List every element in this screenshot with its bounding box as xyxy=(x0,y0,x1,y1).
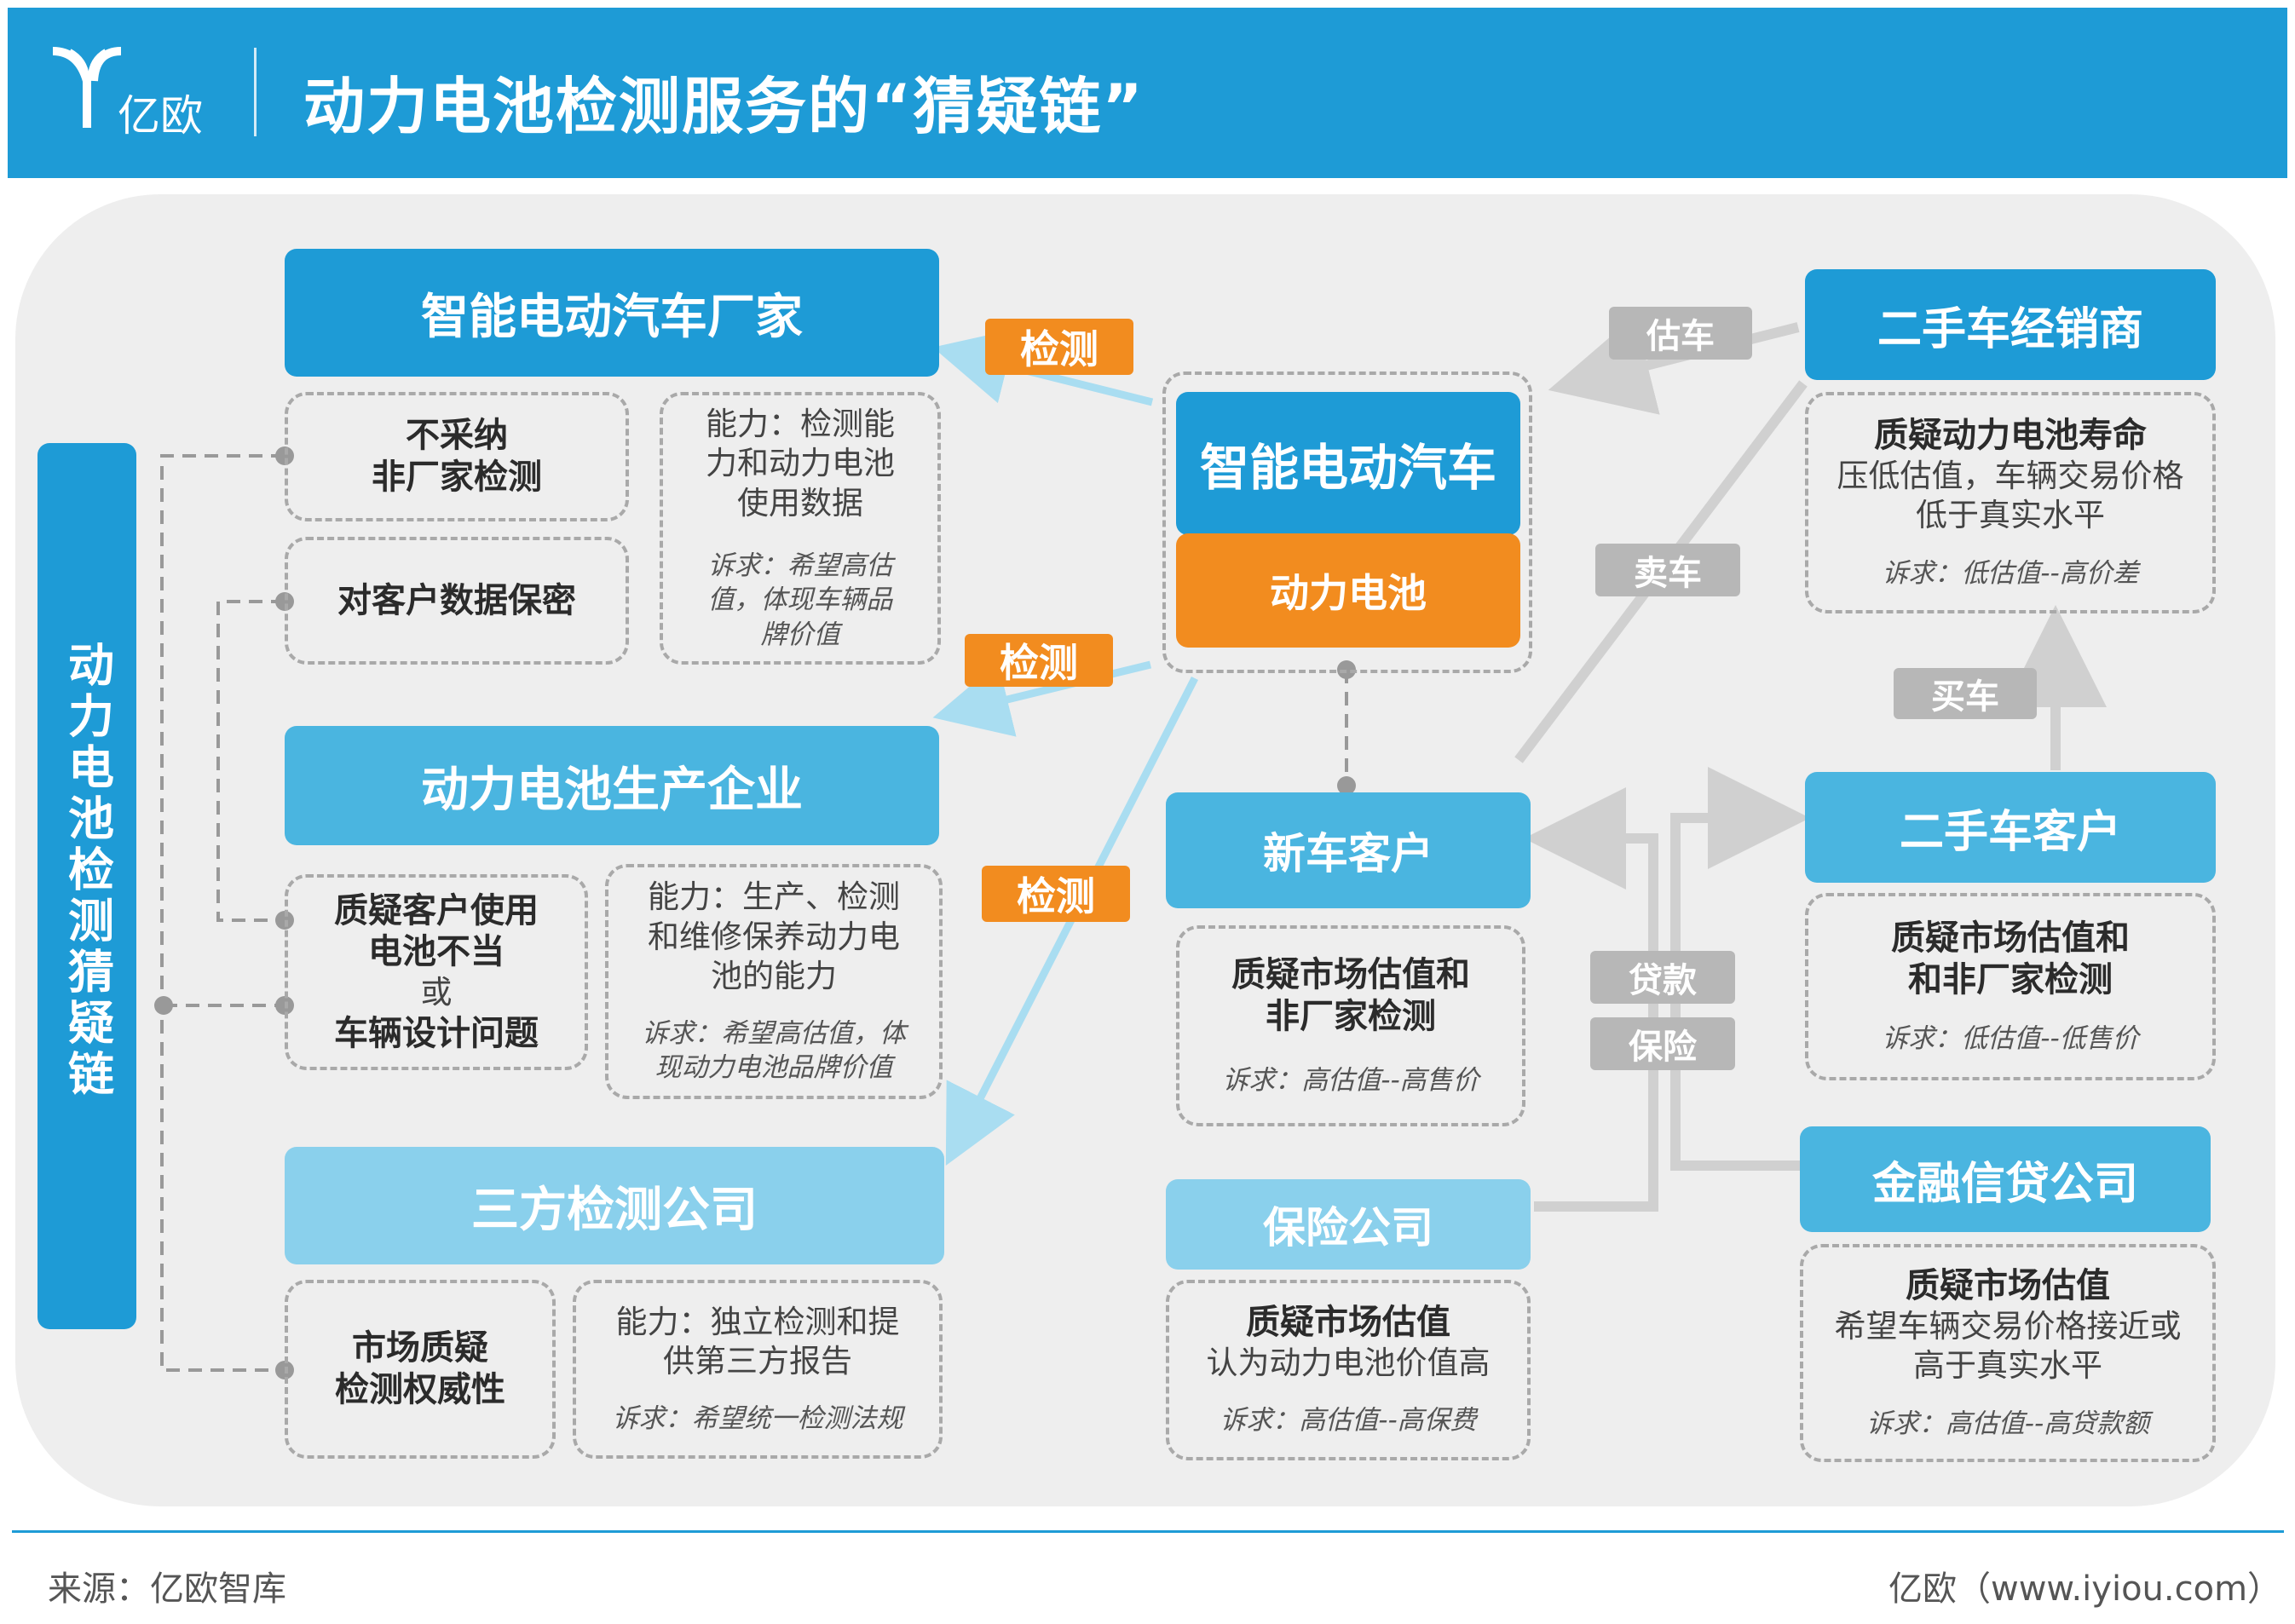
privacy-text: 对客户数据保密 xyxy=(337,580,576,620)
side-title-bar xyxy=(37,443,136,1329)
item-line: 质疑市场估值 xyxy=(1246,1303,1450,1343)
car-group-box xyxy=(1162,371,1532,673)
item-line: 质疑市场估值 xyxy=(1906,1266,2110,1306)
yiou-logo-icon xyxy=(52,47,122,128)
insurer-header: 保险公司 xyxy=(1166,1179,1531,1270)
item-line: 认为动力电池价值高 xyxy=(1206,1345,1491,1382)
insurer-box: 质疑市场估值 认为动力电池价值高 诉求：高估值--高保费 xyxy=(1166,1280,1531,1460)
finance-box: 质疑市场估值 希望车辆交易价格接近或 高于真实水平 诉求：高估值--高贷款额 xyxy=(1800,1244,2216,1462)
demand-line: 诉求：希望高估 xyxy=(707,550,893,581)
manufacturer-ability-box: 能力：检测能 力和动力电池 使用数据 诉求：希望高估 值，体现车辆品 牌价值 xyxy=(660,392,941,665)
loan-tag: 贷款 xyxy=(1590,951,1735,1004)
detect-tag-third-party: 检测 xyxy=(982,866,1130,922)
demand-line: 诉求：低估值--高价差 xyxy=(1882,557,2139,589)
demand-line: 诉求：希望统一检测法规 xyxy=(612,1403,903,1435)
item-line: 质疑动力电池寿命 xyxy=(1874,416,2147,456)
reject-line-1: 不采纳 xyxy=(406,416,508,456)
manufacturer-item-reject: 不采纳 非厂家检测 xyxy=(285,392,629,521)
demand-line: 现动力电池品牌价值 xyxy=(654,1052,893,1084)
header-bar xyxy=(8,8,2287,178)
demand-line: 诉求：低估值--低售价 xyxy=(1882,1022,2139,1054)
used-customer-header: 二手车客户 xyxy=(1805,772,2216,883)
ability-line: 和维修保养动力电 xyxy=(648,918,900,955)
ability-line: 能力：生产、检测 xyxy=(648,878,900,916)
manufacturer-header: 智能电动汽车厂家 xyxy=(285,249,939,377)
battery-maker-header: 动力电池生产企业 xyxy=(285,726,939,845)
item-line: 希望车辆交易价格接近或 xyxy=(1834,1308,2182,1345)
item-line: 电池不当 xyxy=(368,932,505,972)
item-line: 或 xyxy=(420,974,453,1011)
third-party-item: 市场质疑 检测权威性 xyxy=(285,1280,556,1459)
item-line: 质疑市场估值和 xyxy=(1891,919,2130,959)
item-line: 低于真实水平 xyxy=(1916,497,2105,534)
demand-line: 牌价值 xyxy=(760,619,840,650)
battery-maker-ability-box: 能力：生产、检测 和维修保养动力电 池的能力 诉求：希望高估值，体 现动力电池品… xyxy=(605,864,943,1099)
item-line: 压低估值，车辆交易价格 xyxy=(1837,458,2184,494)
finance-header: 金融信贷公司 xyxy=(1800,1126,2211,1232)
item-line: 质疑市场估值和 xyxy=(1231,955,1470,995)
source-note: 来源：亿欧智库 xyxy=(48,1569,286,1609)
ability-line: 使用数据 xyxy=(737,484,863,521)
third-party-header: 三方检测公司 xyxy=(285,1147,944,1264)
manufacturer-item-privacy: 对客户数据保密 xyxy=(285,537,629,665)
site-note: 亿欧（www.iyiou.com） xyxy=(1888,1569,2282,1609)
dealer-header: 二手车经销商 xyxy=(1805,269,2216,380)
page-title: 动力电池检测服务的“猜疑链” xyxy=(303,71,1145,142)
footer-divider xyxy=(12,1530,2284,1533)
new-customer-box: 质疑市场估值和 非厂家检测 诉求：高估值--高售价 xyxy=(1176,925,1525,1126)
buy-tag: 买车 xyxy=(1894,668,2037,719)
third-party-ability-box: 能力：独立检测和提 供第三方报告 诉求：希望统一检测法规 xyxy=(573,1280,943,1459)
demand-line: 诉求：希望高估值，体 xyxy=(642,1018,906,1050)
demand-line: 诉求：高估值--高保费 xyxy=(1220,1405,1477,1437)
detect-tag-battery-maker: 检测 xyxy=(965,634,1113,687)
ability-line: 力和动力电池 xyxy=(706,445,895,482)
side-title: 动力电池检测猜疑链 xyxy=(60,641,114,1101)
ability-line: 池的能力 xyxy=(711,957,837,994)
item-line: 和非厂家检测 xyxy=(1908,959,2113,999)
new-customer-header: 新车客户 xyxy=(1166,792,1531,908)
ability-line: 能力：检测能 xyxy=(706,406,895,443)
reject-line-2: 非厂家检测 xyxy=(372,458,542,497)
item-line: 非厂家检测 xyxy=(1266,996,1436,1036)
smart-ev-box: 智能电动汽车 xyxy=(1176,392,1520,535)
item-line: 检测权威性 xyxy=(335,1370,505,1409)
ability-line: 供第三方报告 xyxy=(663,1342,852,1379)
dealer-box: 质疑动力电池寿命 压低估值，车辆交易价格 低于真实水平 诉求：低估值--高价差 xyxy=(1805,392,2216,613)
header-divider xyxy=(254,48,257,136)
used-customer-box: 质疑市场估值和 和非厂家检测 诉求：低估值--低售价 xyxy=(1805,893,2216,1080)
ability-line: 能力：独立检测和提 xyxy=(615,1303,900,1340)
item-line: 高于真实水平 xyxy=(1913,1347,2102,1385)
demand-line: 诉求：高估值--高贷款额 xyxy=(1865,1408,2150,1439)
battery-maker-item: 质疑客户使用 电池不当 或 车辆设计问题 xyxy=(285,874,588,1070)
item-line: 市场质疑 xyxy=(352,1328,488,1368)
detect-tag-manufacturer: 检测 xyxy=(985,319,1133,375)
demand-line: 诉求：高估值--高售价 xyxy=(1222,1064,1479,1096)
item-line: 车辆设计问题 xyxy=(334,1013,539,1053)
item-line: 质疑客户使用 xyxy=(334,890,539,930)
demand-line: 值，体现车辆品 xyxy=(707,585,893,616)
estimate-tag: 估车 xyxy=(1609,307,1752,360)
insurance-tag: 保险 xyxy=(1590,1017,1735,1070)
battery-box: 动力电池 xyxy=(1176,533,1520,648)
sell-tag: 卖车 xyxy=(1595,544,1740,596)
logo-text: 亿欧 xyxy=(118,91,203,141)
